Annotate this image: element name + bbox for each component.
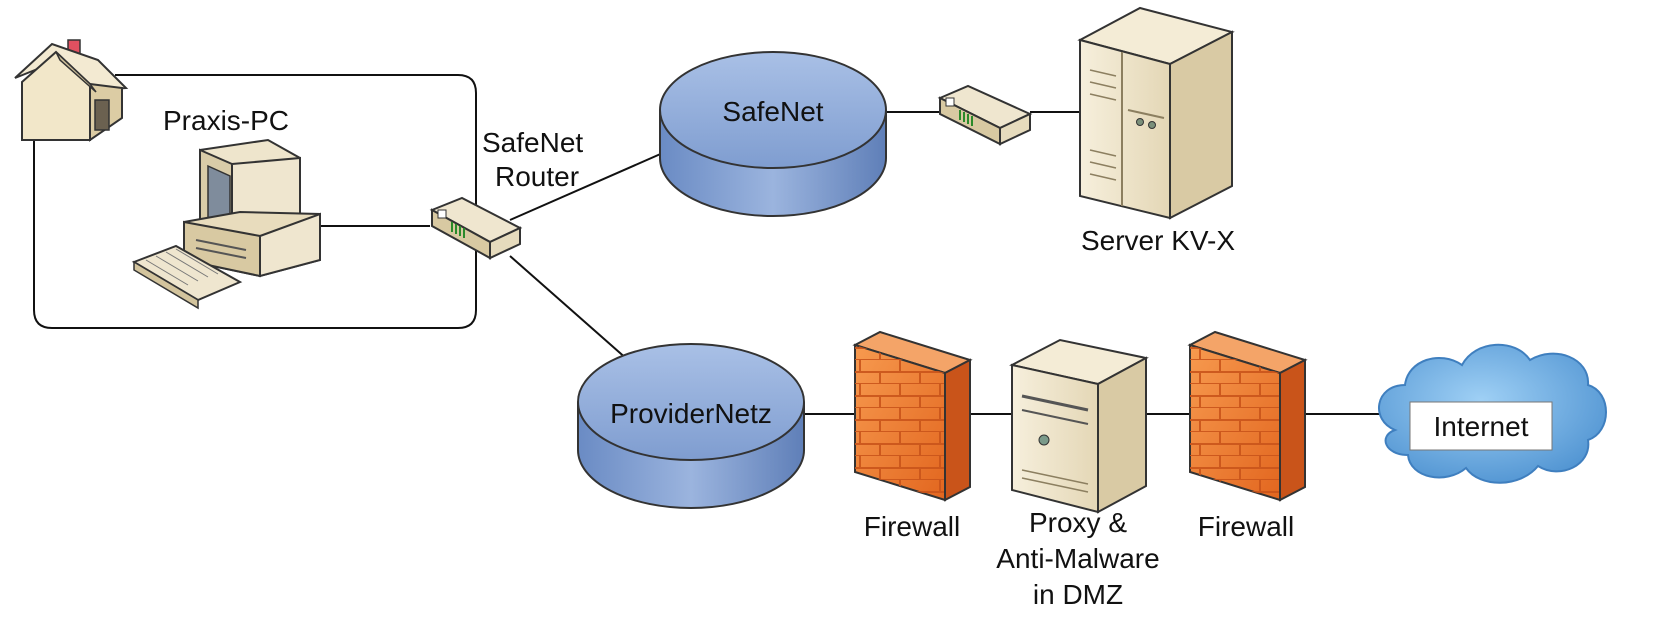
server-label: Server KV-X bbox=[1081, 225, 1235, 256]
proxy-label-line1: Proxy & bbox=[1029, 507, 1127, 538]
firewall-left-icon bbox=[852, 330, 973, 502]
safenet-network: SafeNet bbox=[659, 51, 887, 217]
switch-icon bbox=[937, 84, 1033, 146]
practice-boundary bbox=[33, 74, 477, 329]
safenet-label: SafeNet bbox=[722, 96, 823, 127]
router-icon bbox=[429, 196, 523, 260]
praxis-pc-label: Praxis-PC bbox=[163, 105, 289, 136]
internet-label-box bbox=[1409, 401, 1553, 451]
firewall-left-label: Firewall bbox=[864, 511, 960, 542]
computer-icon bbox=[131, 138, 321, 310]
router-label-line2: Router bbox=[495, 161, 579, 192]
link-router-safenet bbox=[509, 151, 666, 221]
router-label-line1: SafeNet bbox=[482, 127, 583, 158]
provider-label: ProviderNetz bbox=[610, 398, 772, 429]
proxy-label-line2: Anti-Malware bbox=[996, 543, 1159, 574]
cloud-icon: Internet bbox=[1378, 343, 1607, 484]
server-icon bbox=[1077, 6, 1235, 220]
provider-network: ProviderNetz bbox=[577, 343, 805, 509]
firewall-right-icon bbox=[1187, 330, 1308, 502]
link-router-provider bbox=[509, 255, 629, 361]
house-icon bbox=[14, 39, 129, 142]
internet-label: Internet bbox=[1434, 411, 1529, 442]
firewall-right-label: Firewall bbox=[1198, 511, 1294, 542]
proxy-label-line3: in DMZ bbox=[1033, 579, 1123, 610]
proxy-server-icon bbox=[1009, 338, 1149, 514]
